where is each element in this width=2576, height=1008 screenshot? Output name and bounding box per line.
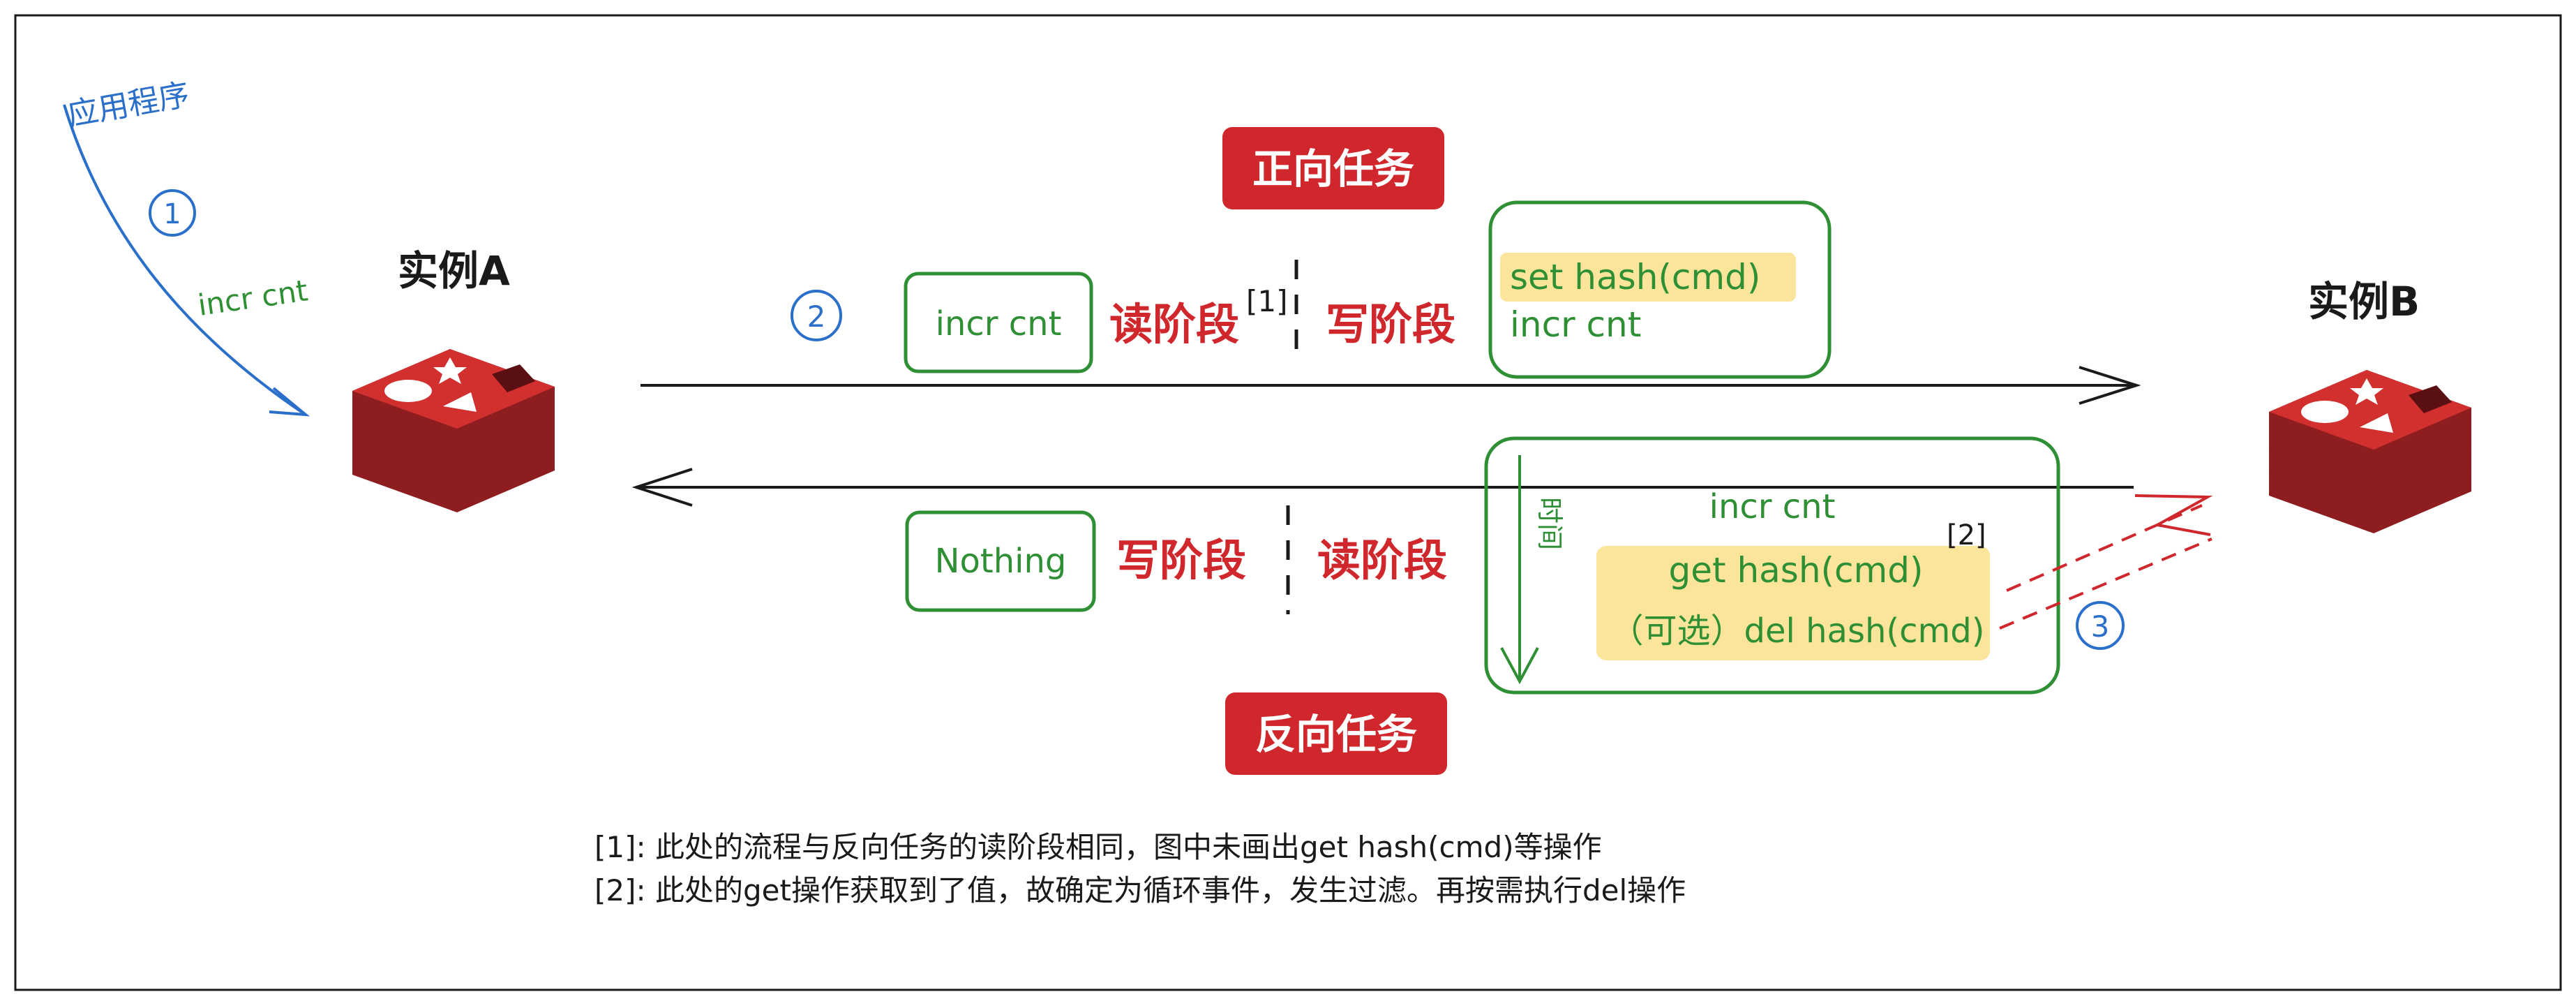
app-label: 应用程序 — [65, 77, 192, 133]
forward-write-box — [1488, 200, 1832, 379]
del-request-dashed-line — [1999, 538, 2212, 630]
forward-read-phase: 读阶段 — [1109, 299, 1239, 350]
forward-read-box — [904, 272, 1093, 373]
read-cmds-highlight — [1596, 546, 1990, 660]
reverse-task-title: 反向任务 — [1255, 711, 1417, 758]
reverse-write-phase: 写阶段 — [1116, 535, 1246, 586]
set-cmd-highlight — [1500, 253, 1796, 302]
step-2-circle — [791, 290, 842, 341]
redis-logo-icon — [352, 349, 555, 512]
app-flow-arrowhead — [269, 387, 310, 417]
footnote-2: [2]: 此处的get操作获取到了值，故确定为循环事件，发生过滤。再按需执行de… — [594, 873, 1686, 907]
app-command: incr cnt — [196, 273, 310, 323]
forward-task-badge — [1222, 127, 1444, 209]
forward-write-line-1: set hash(cmd) — [1510, 257, 1760, 297]
reverse-write-cmd: Nothing — [935, 542, 1067, 581]
step-2-label: 2 — [807, 299, 826, 334]
step-1-circle — [149, 189, 196, 237]
instance-a-label: 实例A — [398, 247, 510, 295]
instance-b-label: 实例B — [2308, 278, 2420, 325]
reverse-read-phase: 读阶段 — [1317, 535, 1447, 586]
reverse-top-cmd: incr cnt — [1709, 487, 1836, 526]
app-flow-arrow — [63, 104, 303, 413]
time-label: 时间 — [1534, 497, 1565, 550]
redis-logo-icon — [2269, 370, 2471, 533]
get-request-dashed-line — [2006, 504, 2203, 592]
forward-arrowhead — [2079, 366, 2141, 405]
step-3-label: 3 — [2091, 609, 2110, 644]
forward-read-cmd: incr cnt — [936, 304, 1062, 343]
step-3-circle — [2076, 601, 2125, 650]
forward-write-line-2: incr cnt — [1510, 304, 1641, 345]
reverse-write-box — [905, 510, 1096, 612]
footnote-1: [1]: 此处的流程与反向任务的读阶段相同，图中未画出get hash(cmd)… — [594, 830, 1602, 864]
reverse-task-badge — [1225, 692, 1447, 775]
time-axis-arrowhead — [1500, 647, 1539, 685]
reverse-del-cmd: （可选）del hash(cmd) — [1610, 612, 1985, 651]
reverse-get-cmd: get hash(cmd) — [1668, 550, 1923, 591]
forward-write-phase: 写阶段 — [1326, 299, 1455, 350]
reverse-read-box — [1484, 436, 2060, 695]
dashed-arrowheads — [2134, 494, 2213, 536]
reverse-footnote-ref: [2] — [1947, 519, 1986, 551]
step-1-label: 1 — [163, 198, 181, 230]
frame-border — [14, 14, 2562, 991]
forward-footnote-ref: [1] — [1246, 284, 1288, 318]
forward-task-title: 正向任务 — [1252, 145, 1414, 193]
reverse-arrowhead — [631, 468, 693, 507]
